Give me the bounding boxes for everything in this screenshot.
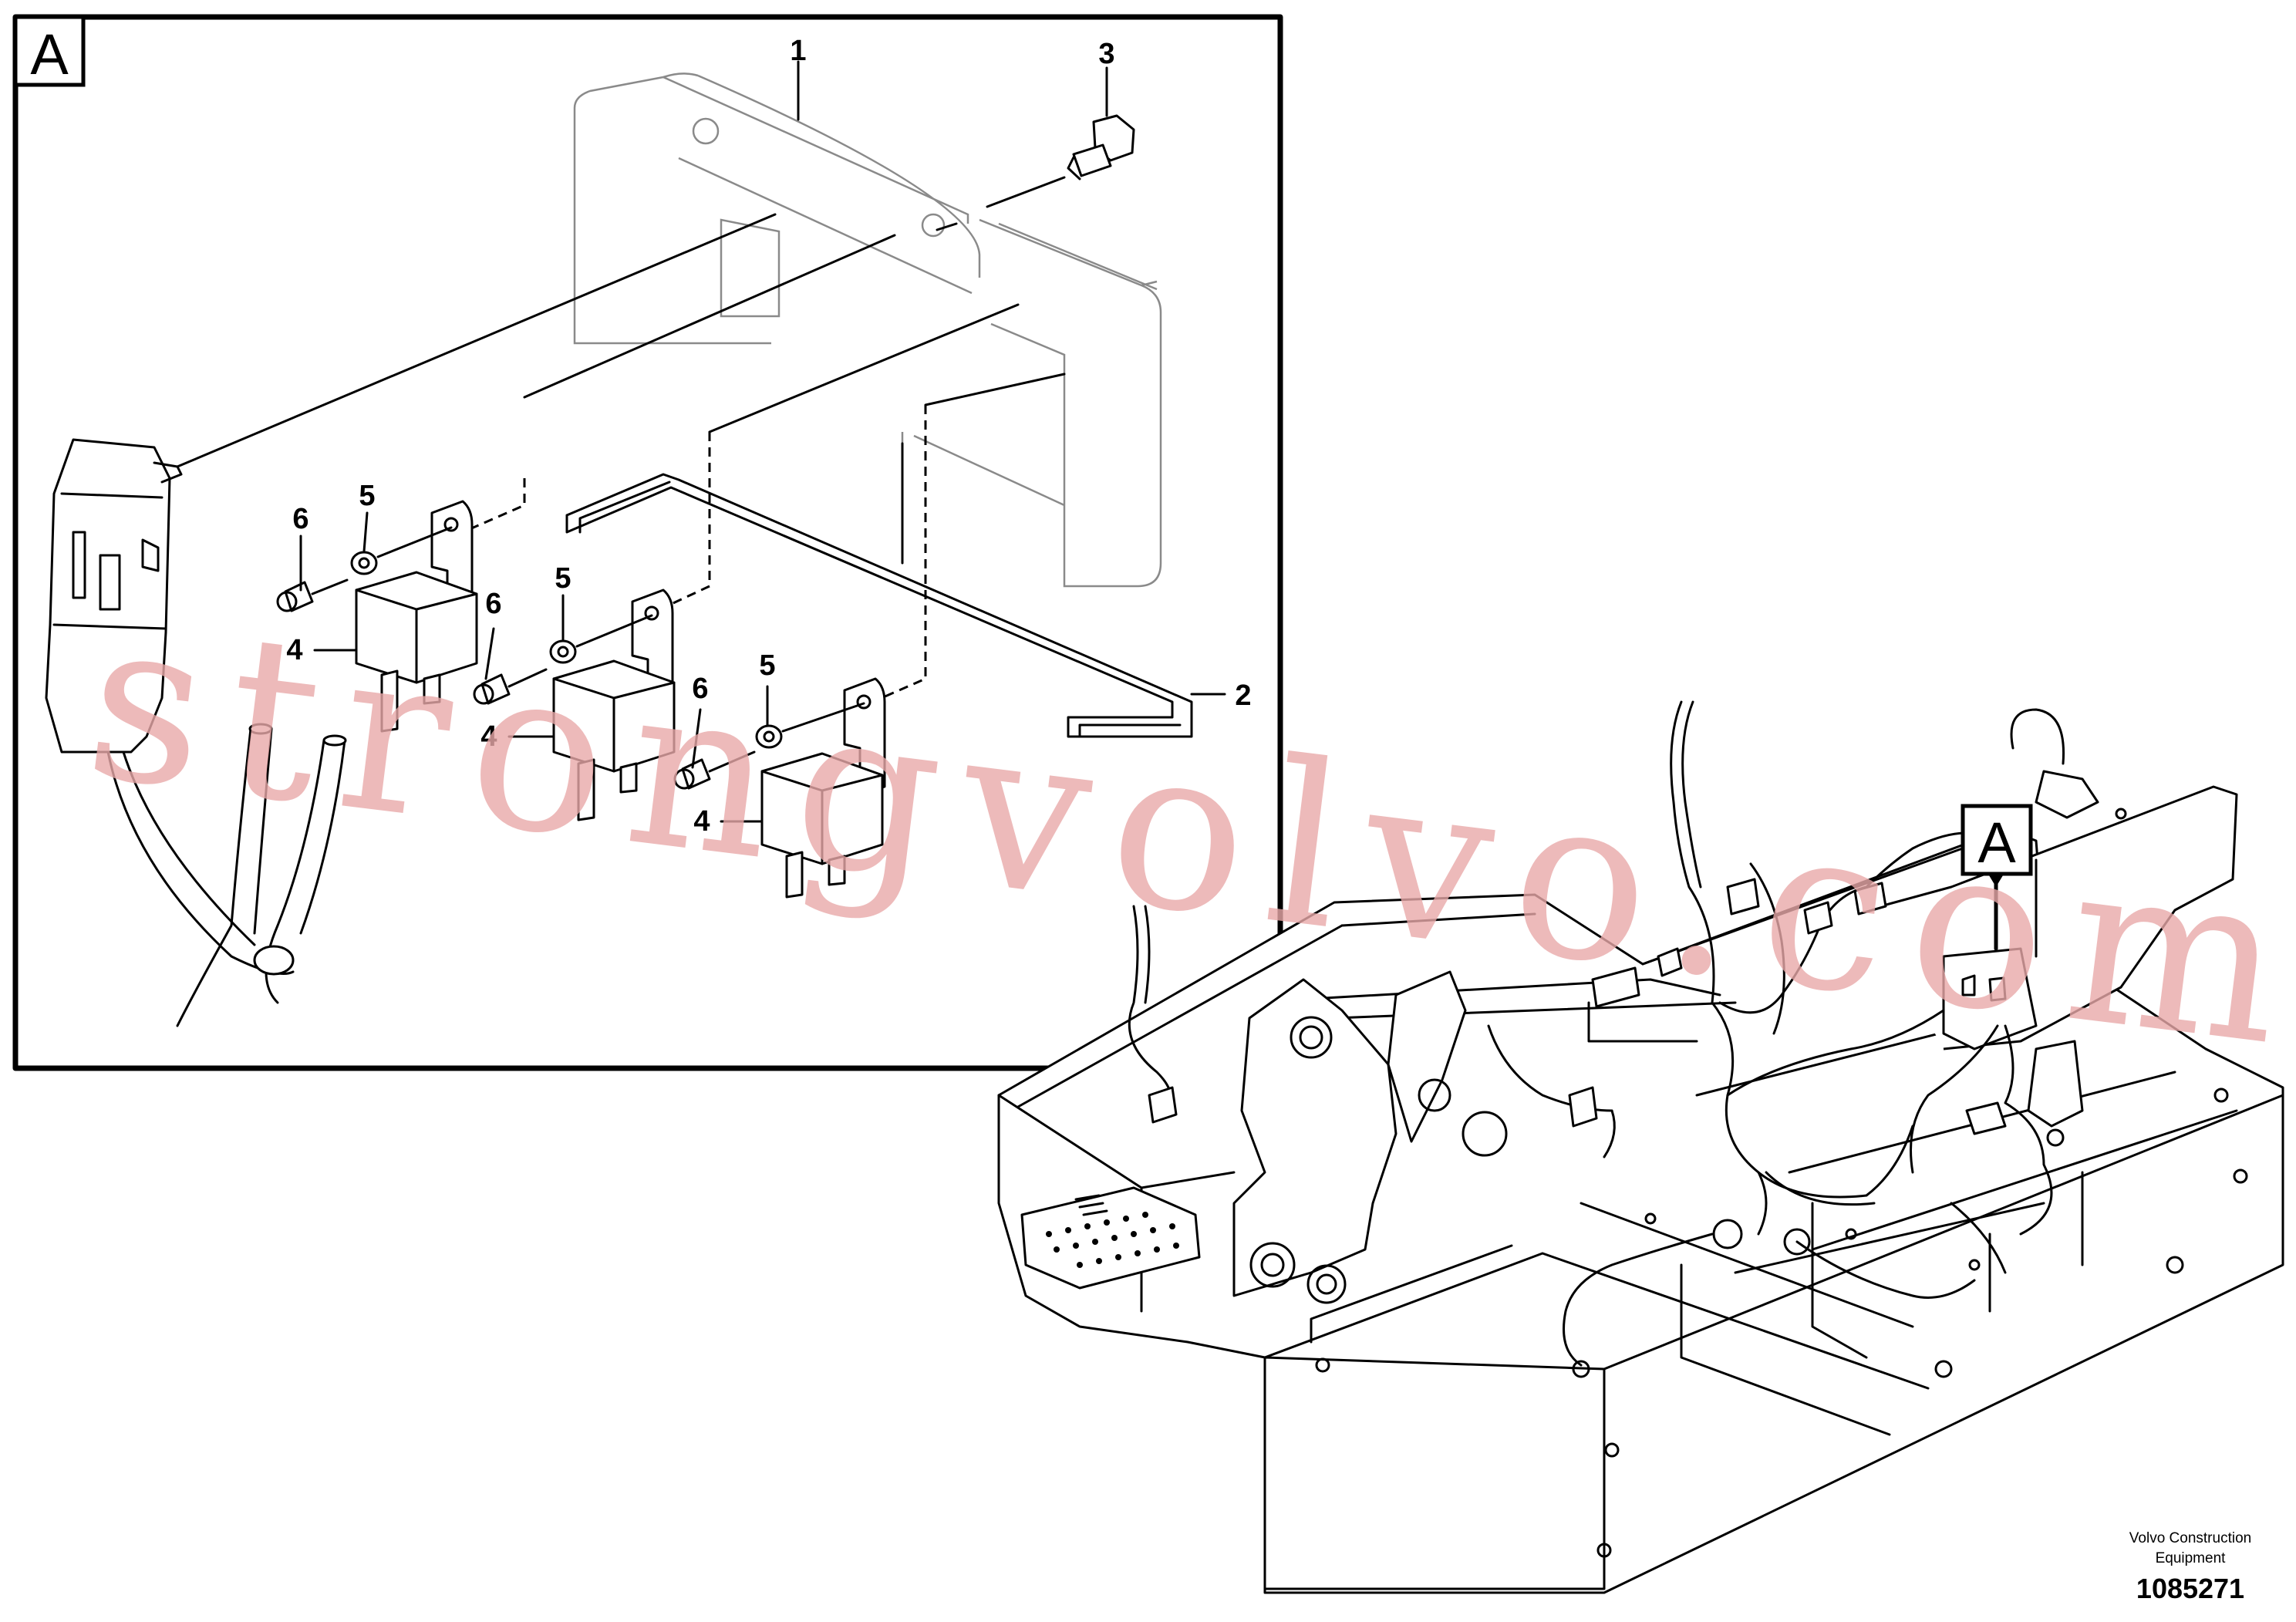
callout-5b: 5	[555, 562, 571, 595]
callout-6a: 6	[292, 503, 308, 535]
callout-5c: 5	[759, 649, 775, 682]
callout-3: 3	[1098, 38, 1114, 70]
wiring-harness	[1128, 700, 2248, 1558]
drawing-number: 1085271	[2136, 1573, 2244, 1604]
callout-4c: 4	[693, 805, 710, 838]
credit-line-2: Equipment	[2156, 1550, 2227, 1566]
overview-badge: A	[1977, 811, 2016, 875]
step-plate	[1020, 1186, 1201, 1290]
machine-overview: A	[997, 700, 2284, 1594]
overview-badge-box	[1961, 804, 2033, 876]
strip-part-2	[565, 473, 1193, 738]
bolt-part-3	[1067, 114, 1135, 180]
credit-line-1: Volvo Construction	[2129, 1530, 2251, 1546]
bracket-part-1	[573, 73, 1162, 588]
connector-housing	[45, 438, 347, 1027]
callout-5a: 5	[359, 480, 375, 512]
callout-2: 2	[1235, 679, 1251, 712]
callout-4b: 4	[480, 720, 497, 753]
relay-assembly-1	[276, 500, 478, 733]
detail-badge-box	[13, 15, 86, 87]
callout-6b: 6	[485, 588, 501, 620]
relay-panel-housing	[1866, 708, 2238, 1236]
relay-assembly-3	[673, 677, 886, 899]
callout-1: 1	[790, 35, 806, 67]
relay-assembly-2	[473, 588, 676, 821]
detail-view-a: A	[12, 14, 1283, 1071]
detail-badge: A	[30, 22, 69, 86]
callout-4a: 4	[286, 634, 302, 666]
callout-6c: 6	[692, 673, 708, 705]
